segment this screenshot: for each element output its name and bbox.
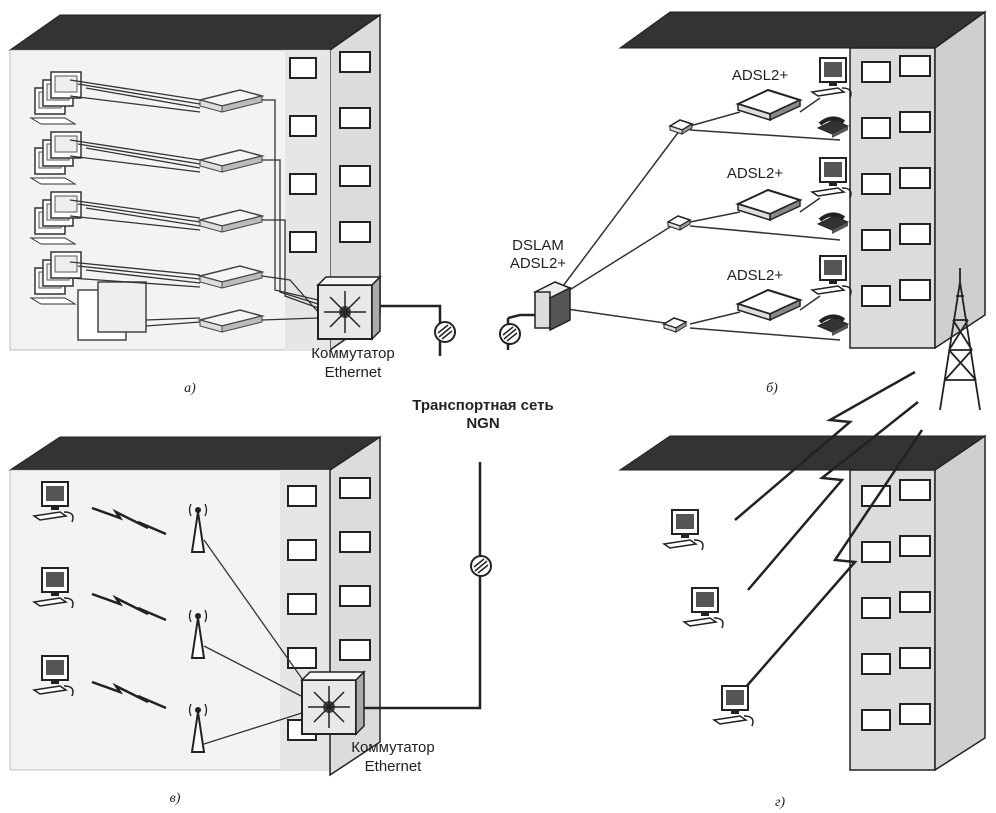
transport-network-title-line2: NGN (466, 415, 499, 432)
phones-b (818, 118, 848, 336)
connector-b (500, 324, 520, 344)
switch-label-c-line1: Коммутатор (351, 739, 434, 756)
switch-label-c-line2: Ethernet (365, 758, 423, 775)
switch-label-a-line2: Ethernet (325, 364, 383, 381)
connector-c (471, 556, 491, 576)
modem-label-1: ADSL2+ (732, 67, 789, 84)
transport-network-title-line1: Транспортная сеть (412, 397, 553, 414)
panel-a: Коммутатор Ethernet а) (10, 15, 455, 396)
panel-d: г) (620, 268, 985, 810)
panel-b: DSLAM ADSL2+ ADSL2+ ADSL2+ ADSL2+ б) (500, 12, 985, 396)
splitters-b (664, 120, 692, 332)
panel-letter-c: в) (170, 791, 181, 806)
ethernet-switch-c (302, 672, 364, 734)
building-d (620, 436, 985, 770)
panel-letter-b: б) (766, 381, 778, 396)
panel-c: Коммутатор Ethernet в) (10, 437, 491, 806)
monitors-b (812, 58, 851, 296)
wireless-users-d (664, 510, 753, 726)
switch-label-a-line1: Коммутатор (311, 345, 394, 362)
link-c (364, 462, 480, 708)
dslam-b (535, 282, 570, 330)
building-b (620, 12, 985, 348)
dslam-label-line1: DSLAM (512, 237, 564, 254)
modem-label-3: ADSL2+ (727, 267, 784, 284)
modems-b (738, 90, 800, 320)
modem-label-2: ADSL2+ (727, 165, 784, 182)
connector-a (435, 322, 455, 342)
ethernet-switch-a (318, 277, 380, 339)
dslam-label-line2: ADSL2+ (510, 255, 567, 272)
panel-letter-a: а) (184, 381, 196, 396)
panel-letter-d: г) (775, 795, 785, 810)
